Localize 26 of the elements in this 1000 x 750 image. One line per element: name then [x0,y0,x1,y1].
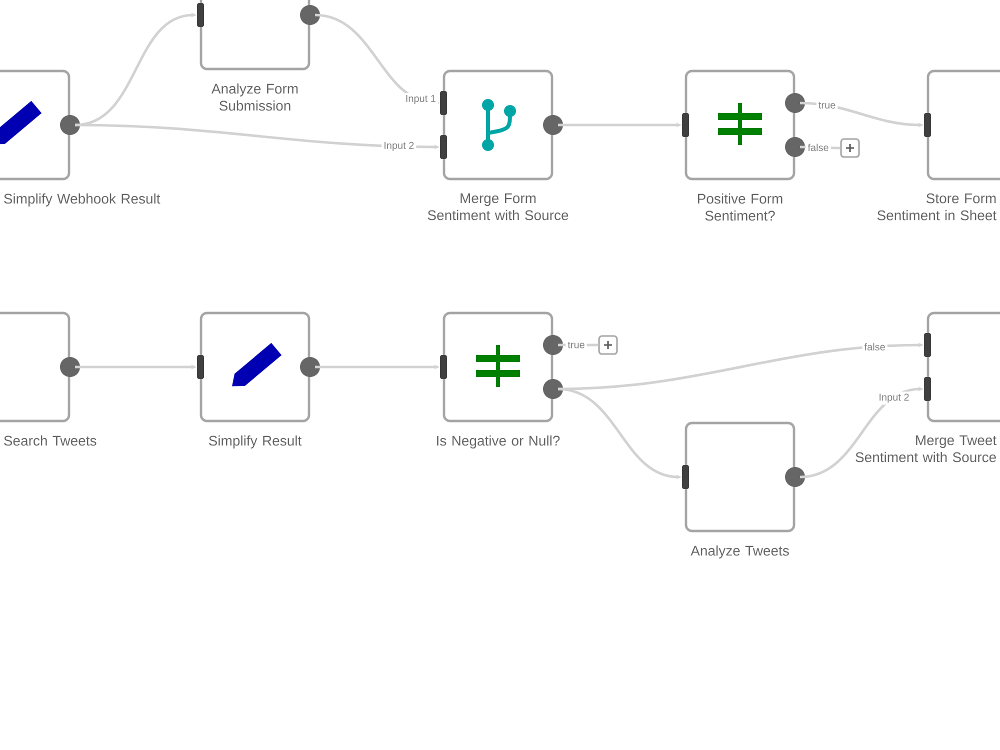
add-button [840,138,860,158]
workflow-node: Analyze Form Submission [200,0,310,111]
node-label: Search Tweets [4,435,96,446]
node-label: Merge Tweet Sentiment with Source [856,435,997,462]
node-label: Merge Form Sentiment with Source [428,193,568,220]
edge-label: Input 2 [876,392,912,405]
node-label: Analyze Form Submission [211,83,298,111]
edge-label: Input 1 [403,93,438,106]
node-label: Store Form Sentiment in Sheet [877,193,996,220]
edge-label: false [862,341,888,352]
workflow-node: Is Negative or Null? [437,312,560,448]
edge-label: Input 2 [382,140,416,153]
node-label: Simplify Result [208,435,302,448]
add-button [598,335,618,355]
workflow-node: Search Tweets [0,312,96,446]
node-label: Analyze Tweets [690,545,789,558]
node-label: Positive Form Sentiment? [698,193,782,221]
workflow-node: Simplify Result [200,312,310,448]
edge-label: true [566,340,587,350]
workflow-node: Positive Form Sentiment? [684,70,796,221]
workflow-node: Store Form Sentiment in Sheet [877,70,1000,220]
edge-label: true [816,100,838,111]
workflow-node: Analyze Tweets [684,422,796,558]
node-label: Is Negative or Null? [437,435,560,448]
node-label: Simplify Webhook Result [4,193,160,206]
edge-label: false [806,142,831,154]
